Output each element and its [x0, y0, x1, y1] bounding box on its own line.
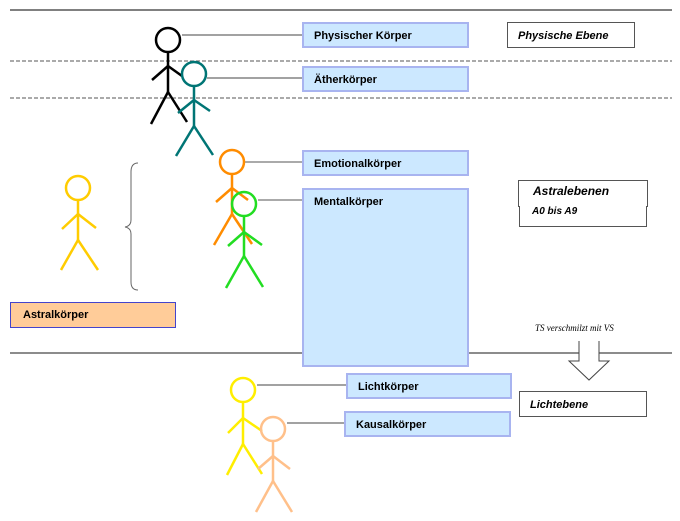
body-box-mental: Mentalkörper — [302, 188, 469, 367]
plane-astral-title: Astralebenen — [518, 180, 648, 207]
figure-light — [225, 376, 264, 476]
body-box-physical: Physischer Körper — [302, 22, 469, 48]
plane-physical: Physische Ebene — [507, 22, 635, 48]
figure-mental — [224, 190, 265, 289]
brace-icon — [124, 162, 139, 291]
plane-astral-range: A0 bis A9 — [519, 206, 647, 227]
merge-note: TS verschmilzt mit VS — [535, 323, 614, 333]
figure-physical — [149, 26, 189, 125]
figure-astral — [59, 174, 100, 271]
astral-body-box: Astralkörper — [10, 302, 176, 328]
figure-causal — [254, 415, 294, 513]
figure-etheric — [174, 60, 215, 157]
down-arrow-icon — [567, 341, 611, 381]
plane-light: Lichtebene — [519, 391, 647, 417]
body-box-causal: Kausalkörper — [344, 411, 511, 437]
body-box-etheric: Ätherkörper — [302, 66, 469, 92]
figure-emotional — [212, 148, 254, 246]
body-box-emotional: Emotionalkörper — [302, 150, 469, 176]
body-box-light: Lichtkörper — [346, 373, 512, 399]
